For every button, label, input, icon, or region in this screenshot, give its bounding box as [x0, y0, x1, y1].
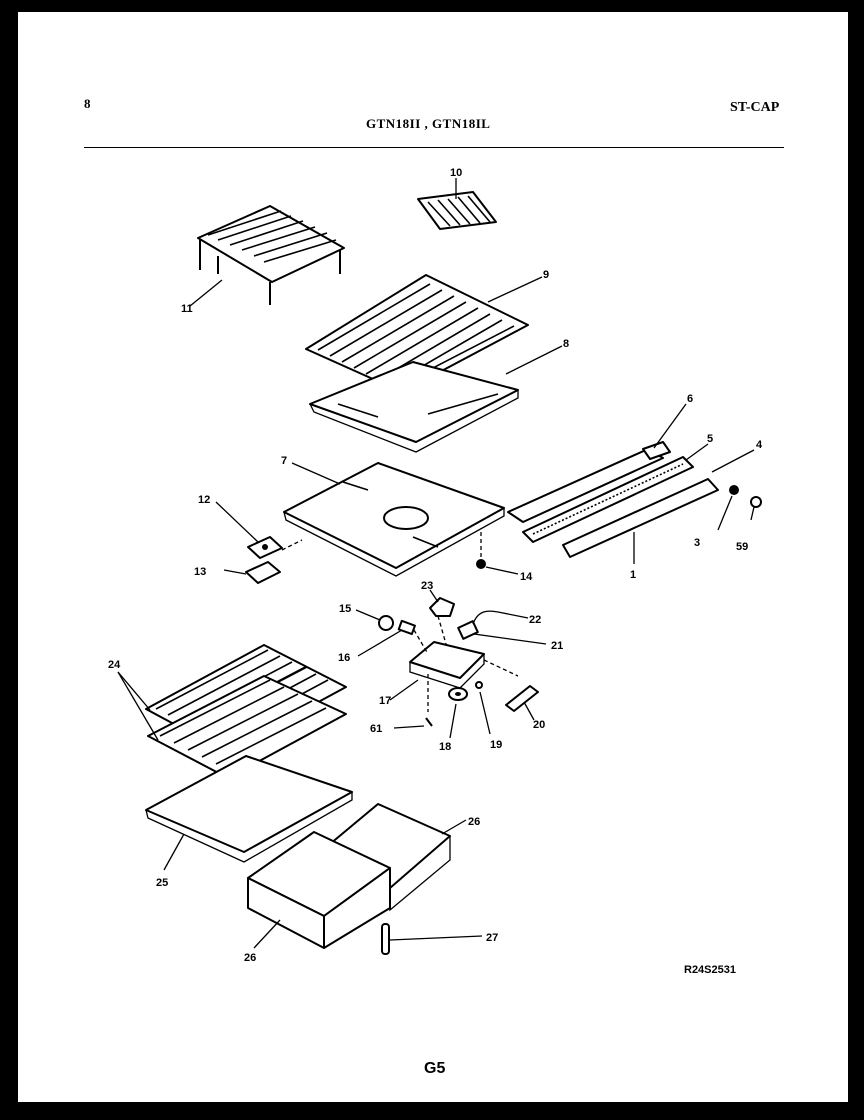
callout-17: 17	[379, 695, 391, 707]
part-25-crisper-cover	[145, 755, 353, 863]
callout-27: 27	[486, 932, 498, 944]
part-6-rail	[507, 441, 671, 523]
part-11-wire-shelf	[197, 205, 345, 305]
corner-number: 8	[84, 96, 91, 111]
leader-lines	[117, 178, 755, 949]
part-16-socket	[397, 619, 416, 636]
catalog-code: ST-CAP	[730, 100, 780, 115]
callout-12: 12	[198, 494, 210, 506]
callout-22: 22	[529, 614, 541, 626]
part-7-control-plate	[283, 462, 505, 577]
page-number: G5	[424, 1060, 446, 1077]
callout-20: 20	[533, 719, 545, 731]
part-17-control-box	[409, 641, 485, 689]
callout-numbers: 10 11 9 8 7 6 5 4 3 1 59 12 13 14 23 15 …	[108, 167, 763, 964]
callout-4: 4	[756, 439, 763, 451]
drawing-code: R24S2531	[684, 964, 736, 976]
part-22-capillary	[472, 610, 499, 625]
callout-21: 21	[551, 640, 563, 652]
callout-13: 13	[194, 566, 206, 578]
part-59-screw	[750, 496, 762, 521]
part-8-divider	[309, 361, 519, 453]
header-rule	[84, 147, 784, 148]
part-18-washer	[448, 687, 468, 701]
callout-7: 7	[281, 455, 287, 467]
model-numbers: GTN18II , GTN18IL	[366, 116, 491, 131]
callout-9: 9	[543, 269, 549, 281]
callout-8: 8	[563, 338, 569, 350]
part-14-plug	[476, 559, 486, 569]
part-20-cover	[505, 685, 539, 712]
callout-11: 11	[181, 303, 193, 315]
part-10-rack	[417, 191, 497, 230]
callout-14: 14	[520, 571, 533, 583]
part-5-rail	[522, 456, 694, 543]
exploded-parts-diagram: 10 11 9 8 7 6 5 4 3 1 59 12 13 14 23 15 …	[108, 167, 763, 964]
callout-26-right: 26	[468, 816, 480, 828]
callout-3: 3	[694, 537, 700, 549]
callout-59: 59	[736, 541, 748, 553]
callout-61: 61	[370, 723, 382, 735]
callout-10: 10	[450, 167, 462, 179]
part-15-bulb	[378, 615, 394, 631]
callout-1: 1	[630, 569, 636, 581]
callout-24: 24	[108, 659, 121, 671]
part-23-knob	[429, 597, 455, 617]
callout-16: 16	[338, 652, 350, 664]
part-13-bracket	[245, 561, 281, 584]
part-24-glass-shelf-lower	[147, 675, 347, 779]
callout-26-left: 26	[244, 952, 256, 964]
part-19-screw	[475, 681, 483, 689]
callout-25: 25	[156, 877, 168, 889]
diagram-sheet: 8 GTN18II , GTN18IL ST-CAP	[18, 12, 848, 1102]
part-12-bracket	[247, 536, 283, 559]
part-4-rail	[562, 478, 719, 558]
callout-15: 15	[339, 603, 351, 615]
callout-6-label: 6	[687, 393, 693, 405]
part-27-rod	[381, 923, 390, 955]
part-21-thermostat	[457, 620, 479, 640]
callout-18: 18	[439, 741, 451, 753]
callout-23: 23	[421, 580, 433, 592]
callout-19: 19	[490, 739, 502, 751]
part-3-screw	[729, 485, 739, 495]
part-26-crisper-drawer-left	[247, 831, 391, 949]
callout-5: 5	[707, 433, 713, 445]
